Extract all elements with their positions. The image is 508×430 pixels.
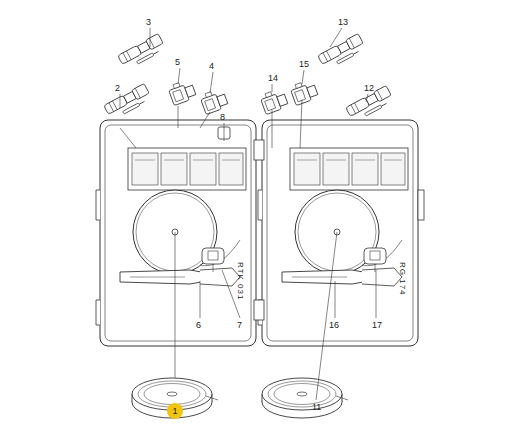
kit-marking: RG 174 — [398, 262, 406, 296]
callout-number: 16 — [329, 321, 339, 330]
callout-number: 14 — [268, 74, 278, 83]
callout-number: 7 — [237, 321, 242, 330]
callout-number: 15 — [299, 60, 309, 69]
callout-number: 17 — [372, 321, 382, 330]
callout-number: 1 — [172, 406, 177, 416]
callout-number: 5 — [175, 58, 180, 67]
callout-number: 6 — [196, 321, 201, 330]
callout-number: 13 — [338, 18, 348, 27]
kit-marking: RTK 031 — [236, 262, 244, 300]
highlighted-callout: 1 — [167, 403, 183, 419]
callout-number: 3 — [146, 18, 151, 27]
callout-number: 11 — [312, 403, 321, 412]
callout-number: 4 — [209, 62, 214, 71]
callout-number: 8 — [220, 113, 225, 122]
callout-number: 2 — [115, 84, 120, 93]
callout-number: 12 — [364, 84, 374, 93]
